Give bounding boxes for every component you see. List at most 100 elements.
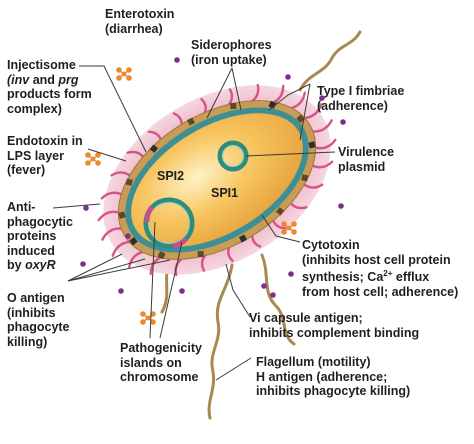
particle-dot [338, 203, 344, 209]
spi1-island [172, 237, 188, 249]
leader-flagellum [215, 357, 252, 381]
endotoxin-line-3: (fever) [7, 163, 46, 177]
oantigen-line-3: phagocyte [7, 320, 70, 334]
membrane-protein [296, 114, 305, 124]
membrane-protein [308, 141, 316, 149]
secreted-particles [80, 57, 346, 298]
particle-dot [270, 292, 276, 298]
leader-injectisome [79, 65, 147, 153]
injectisome-and: and [29, 72, 59, 87]
toxin-icon [140, 311, 156, 325]
plasmid-line-2: plasmid [338, 159, 386, 174]
cytotoxin-line-1: Cytotoxin [302, 238, 360, 252]
membrane-protein [118, 211, 126, 219]
leader-pathogenicity-2 [159, 241, 183, 339]
cytotoxin-line-4: from host cell; adherence) [302, 284, 459, 299]
membrane-protein [238, 234, 248, 243]
oantigen-line-1: O antigen [7, 291, 65, 305]
leader-fimbriae [268, 83, 311, 111]
membrane-protein [125, 178, 133, 186]
flagellum-2 [260, 253, 296, 346]
vicapsule-line-2: inhibits complement binding [249, 325, 420, 340]
membrane-protein [301, 174, 309, 182]
particle-dot [319, 95, 325, 101]
particle-dot [118, 288, 124, 294]
label-siderophores: Siderophores (iron uptake) [191, 38, 272, 67]
cytotoxin-line-2: (inhibits host cell protein [302, 252, 451, 267]
particle-dot [288, 271, 294, 277]
label-plasmid: Virulence plasmid [338, 145, 394, 174]
particle-dot [261, 283, 267, 289]
endotoxin-line-1: Endotoxin in [7, 134, 83, 148]
pathogenicity-line-2: islands on [120, 355, 182, 370]
cytotoxin-line-3: synthesis; Ca2+ efflux [302, 267, 458, 285]
membrane-protein [149, 144, 159, 153]
leader-oantigen-1 [67, 253, 123, 282]
leader-plasmid [245, 151, 336, 157]
label-enterotoxin: Enterotoxin (diarrhea) [105, 7, 174, 36]
flagellum-3 [298, 30, 362, 92]
membrane-protein [230, 102, 237, 109]
particle-dot [83, 205, 89, 211]
leader-endotoxin [87, 148, 127, 162]
leader-oantigen-2 [67, 258, 146, 282]
particle-dot [340, 119, 346, 125]
label-vi-capsule: Vi capsule antigen; inhibits complement … [249, 311, 419, 340]
antiphago-line-5: by oxyR [7, 258, 73, 273]
pathogenicity-line-1: Pathogenicity [120, 341, 202, 355]
fimbriae-line-2: (adherence) [317, 98, 388, 113]
toxin-icon [116, 67, 132, 81]
leader-siderophores-2 [231, 67, 242, 111]
particle-dot [80, 261, 86, 267]
toxin-icon [85, 152, 101, 166]
injectisome-prg: prg [58, 72, 79, 87]
toxin-icon [281, 221, 297, 235]
injectisome-line-1: Injectisome [7, 58, 76, 72]
particle-dot [174, 57, 180, 63]
antiphago-line-1: Anti- [7, 200, 36, 214]
label-flagellum: Flagellum (motility) H antigen (adherenc… [256, 355, 410, 399]
vicapsule-line-1: Vi capsule antigen; [249, 311, 363, 325]
membrane-protein [157, 251, 166, 260]
particle-dot [125, 233, 131, 239]
label-o-antigen: O antigen (inhibits phagocyte killing) [7, 291, 70, 349]
label-pathogenicity: Pathogenicity islands on chromosome [120, 341, 202, 385]
particle-dot [285, 74, 291, 80]
membrane-protein [129, 236, 138, 246]
antiphago-line-2: phagocytic [7, 214, 73, 229]
siderophores-line-1: Siderophores [191, 38, 272, 52]
label-cytotoxin: Cytotoxin (inhibits host cell protein sy… [302, 238, 458, 299]
leader-pathogenicity-1 [149, 221, 156, 339]
fimbriae-line-1: Type I fimbriae [317, 84, 405, 98]
chromosome [143, 197, 195, 249]
enterotoxin-line-1: Enterotoxin [105, 7, 175, 21]
antiphago-oxyr: oxyR [25, 258, 56, 272]
injectisome-open: ( [7, 72, 12, 87]
leader-vicapsule [225, 263, 251, 318]
leader-siderophores [206, 67, 233, 119]
leader-fimbriae-2 [299, 83, 311, 141]
plasmid-line-1: Virulence [338, 145, 395, 159]
membrane-protein [275, 207, 285, 216]
cytoplasm [131, 113, 303, 247]
injectisome-line-3: products form [7, 87, 92, 101]
oantigen-line-2: (inhibits [7, 305, 56, 320]
label-antiphagocytic: Anti- phagocytic proteins induced by oxy… [7, 200, 73, 273]
oantigen-line-4: killing) [7, 334, 48, 349]
flagellum-line-1: Flagellum (motility) [256, 355, 371, 369]
flagellum-line-3: inhibits phagocyte killing) [256, 384, 411, 398]
leader-antiphago [52, 203, 101, 209]
surface-proteins [118, 100, 316, 260]
toxin-molecules [85, 67, 297, 325]
label-endotoxin: Endotoxin in LPS layer (fever) [7, 134, 83, 178]
spi2-label: SPI2 [157, 169, 184, 183]
antiphago-line-3: proteins [7, 229, 57, 243]
endotoxin-line-2: LPS layer [7, 148, 64, 163]
leader-lines [52, 65, 336, 381]
pathogenicity-line-3: chromosome [120, 370, 199, 384]
spi2-island [144, 205, 155, 223]
injectisome-inv: inv [11, 72, 30, 87]
label-injectisome: Injectisome (inv and prg products form c… [7, 58, 92, 116]
